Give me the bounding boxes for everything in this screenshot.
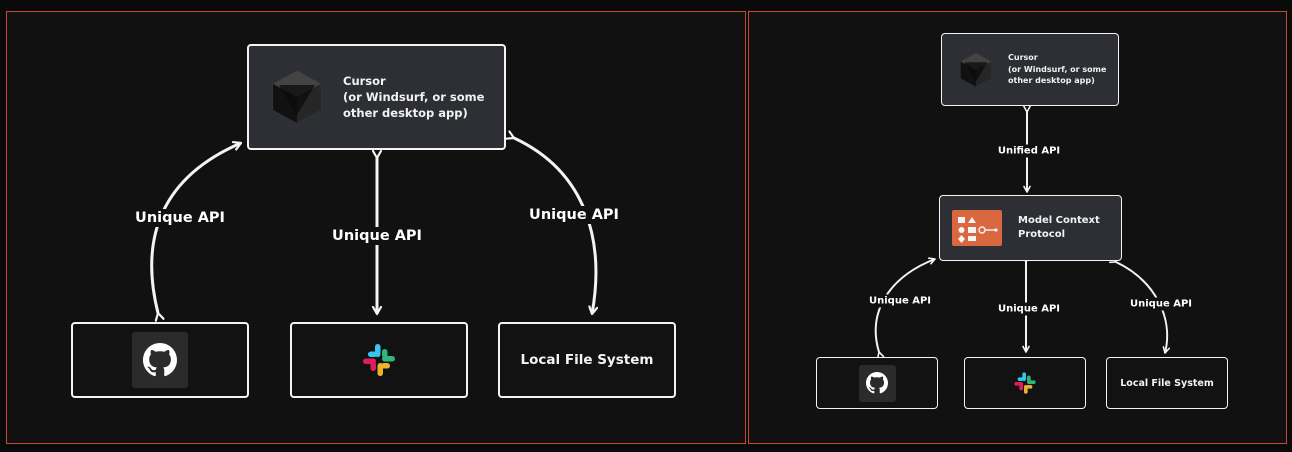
left-edge-label-slack: Unique API	[329, 227, 425, 245]
left-filesystem-node: Local File System	[498, 322, 676, 398]
left-edge-label-filesystem: Unique API	[526, 206, 622, 224]
mcp-label: Model Context Protocol	[1018, 214, 1100, 240]
mcp-logo-icon	[952, 210, 1002, 246]
left-edge-github	[150, 143, 241, 313]
github-icon	[858, 364, 896, 402]
left-github-node	[71, 322, 249, 398]
slack-icon	[1013, 371, 1037, 395]
left-edge-label-github: Unique API	[132, 209, 228, 227]
left-filesystem-label: Local File System	[520, 352, 654, 368]
left-slack-node	[290, 322, 468, 398]
right-edge-label-unified: Unified API	[994, 144, 1064, 158]
right-slack-node	[964, 357, 1086, 409]
right-cursor-node: Cursor (or Windsurf, or some other deskt…	[941, 33, 1119, 106]
left-cursor-label: Cursor (or Windsurf, or some other deskt…	[343, 73, 485, 121]
right-filesystem-node: Local File System	[1106, 357, 1228, 409]
mcp-node: Model Context Protocol	[939, 195, 1122, 261]
right-cursor-label: Cursor (or Windsurf, or some other deskt…	[1008, 53, 1107, 86]
right-github-node	[816, 357, 938, 409]
left-edge-filesystem	[514, 138, 596, 314]
right-edge-label-slack: Unique API	[995, 302, 1063, 316]
cursor-logo-icon	[269, 69, 325, 125]
slack-icon	[361, 342, 397, 378]
left-diagram-panel: Cursor (or Windsurf, or some other deskt…	[6, 11, 746, 444]
right-filesystem-label: Local File System	[1120, 377, 1214, 389]
github-icon	[132, 332, 188, 388]
right-diagram-panel: Cursor (or Windsurf, or some other deskt…	[748, 11, 1287, 444]
right-edge-label-filesystem: Unique API	[1127, 297, 1195, 311]
cursor-logo-icon	[958, 52, 994, 88]
left-cursor-node: Cursor (or Windsurf, or some other deskt…	[247, 44, 506, 150]
right-edge-label-github: Unique API	[866, 294, 934, 308]
